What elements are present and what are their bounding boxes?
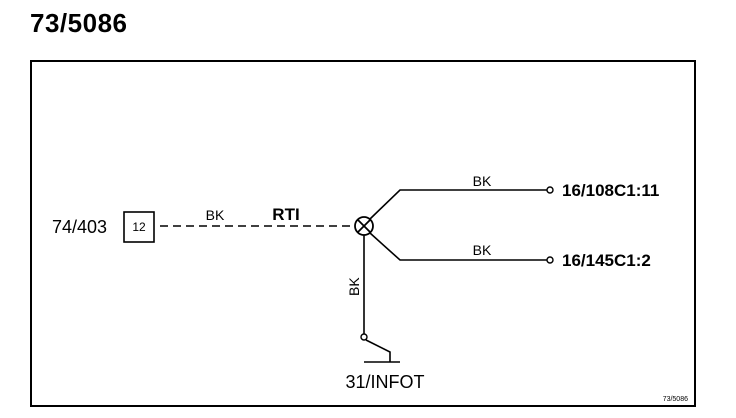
lower-branch-wire [369, 232, 547, 261]
rti-label: RTI [272, 205, 299, 224]
upper-branch-wire [369, 189, 547, 220]
connector-pin-number: 12 [132, 220, 146, 234]
ground-wire-color: BK [346, 277, 362, 296]
connector-name: 74/403 [52, 217, 107, 237]
lower-terminal-dot [546, 256, 554, 264]
lower-branch-color: BK [473, 242, 492, 258]
ground-switch-lever [365, 339, 391, 362]
diagram-id-small: 73/5086 [663, 396, 688, 403]
upper-terminal-dot [546, 186, 554, 194]
diagram-frame [30, 60, 696, 407]
splice-node [354, 216, 374, 236]
lower-terminal-label: 16/145C1:2 [562, 251, 651, 270]
page-title: 73/5086 [30, 8, 128, 38]
ground-terminal-label: 31/INFOT [345, 372, 424, 392]
connector-pin-box [123, 211, 155, 243]
upper-branch-color: BK [473, 173, 492, 189]
ground-switch-dot [360, 333, 368, 341]
rti-wire-color: BK [206, 207, 225, 223]
upper-terminal-label: 16/108C1:11 [562, 181, 659, 200]
